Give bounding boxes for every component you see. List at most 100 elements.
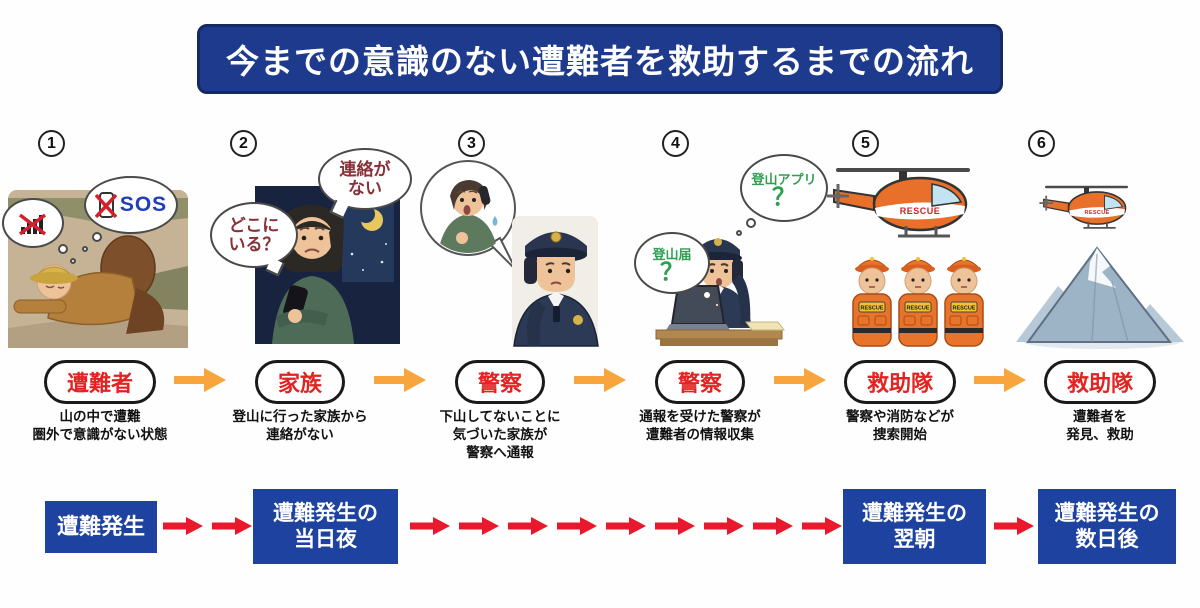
mountain-icon [1016,246,1184,349]
timeline: 遭難発生 遭難発生の 当日夜 遭難発生の 翌朝 遭難発生の 数日後 [0,488,1200,570]
step-number-circle: 6 [1028,130,1055,157]
step-number-circle: 2 [230,130,257,157]
red-arrow-icon [704,517,744,535]
red-arrow-icon [212,517,252,535]
call-police-scene [420,160,599,347]
timeline-label: 遭難発生 [56,513,145,539]
step-number-circle: 5 [852,130,879,157]
bubble-dot [736,230,742,236]
orange-arrow-icon [373,367,426,398]
timeline-box-next-morning: 遭難発生の 翌朝 [843,489,986,564]
steps-row: 1 [0,130,1200,358]
descriptions-row: 山の中で遭難 圏外で意識がない状態 登山に行った家族から 連絡がない 下山してな… [0,408,1200,461]
illustration-police-info-gathering: 登山アプリ ？ 登山届 ？ [600,154,828,354]
red-arrow-icon [508,517,548,535]
sos-text: SOS [119,193,168,216]
red-arrow-icon [655,517,695,535]
bubble-text: 登山アプリ [751,171,817,187]
red-arrow-icon [410,517,450,535]
no-signal-bubble [2,198,76,264]
no-signal-icon [18,213,47,236]
illustration-family-calls-police [400,158,600,354]
bubble-dot [92,232,102,242]
step-description: 下山してないことに 気づいた家族が 警察へ通報 [439,409,561,460]
step-column-2: 2 [200,130,412,358]
step-number-circle: 4 [662,130,689,157]
bubble-dot [58,244,68,254]
step-column-4: 4 [600,130,828,358]
step-description: 遭難者を 発見、救助 [1066,409,1134,442]
step-column-1: 1 [0,130,200,358]
title-banner: 今までの意識のない遭難者を救助するまでの流れ [197,24,1003,94]
timeline-box-same-night: 遭難発生の 当日夜 [253,489,398,564]
police-desk-scene [655,238,785,346]
step-label-rescue-1: 救助隊 [843,360,957,404]
step-label-police-1: 警察 [454,360,546,404]
red-arrow-icon [753,517,793,535]
illustration-worried-family: 連絡が ない どこに いる？ [200,148,412,354]
bubble-dot [746,218,756,228]
step-column-5: 5 RESCUE R [800,130,1000,358]
night-scene [255,186,400,344]
orange-arrow-icon [174,367,226,398]
worried-woman [272,204,354,344]
rescue-helicopter-icon: RESCUE [1038,184,1129,229]
timeline-box-occurrence: 遭難発生 [45,501,157,553]
climbing-app-bubble: 登山アプリ ？ [736,154,828,236]
step-description: 通報を受けた警察が 遭難者の情報収集 [639,409,761,442]
caller-bubble [420,160,517,271]
bubble-dot [702,290,712,300]
timeline-arrows [994,515,1034,537]
step-column-3: 3 [400,130,600,358]
illustration-collapsed-hiker: SOS [0,158,200,354]
rescue-helicopter-icon: RESCUE [825,166,972,238]
crossed-phone-icon [94,192,117,219]
rescue-badge-text: RESCUE [861,306,884,312]
red-arrow-icon [163,517,203,535]
police-officer [512,216,599,347]
timeline-arrows [410,515,842,537]
where-are-you-bubble: どこに いる？ [210,202,298,277]
page-title: 今までの意識のない遭難者を救助するまでの流れ [226,43,974,80]
rescue-team-scene: RESCUE RESCUE [825,166,984,347]
red-arrow-icon [994,517,1034,535]
red-arrow-icon [802,517,842,535]
timeline-box-days-later: 遭難発生の 数日後 [1038,489,1176,564]
collapsed-hiker [13,235,165,334]
desk [655,321,785,346]
timeline-arrows [163,515,252,537]
step-label-police-2: 警察 [654,360,745,404]
orange-arrow-icon [574,367,626,398]
mountain-scene: RESCUE [1016,184,1184,349]
step-number-circle: 3 [458,130,485,157]
illustration-rescue-team: RESCUE RESCUE [800,158,1000,354]
rescue-badge-text: RESCUE [907,306,930,312]
sos-bubble: SOS [82,176,178,252]
no-contact-bubble: 連絡が ない [318,148,412,219]
step-number-circle: 1 [38,130,65,157]
helicopter-rescue-text: RESCUE [1084,210,1109,216]
illustration-helicopter-over-mountain: RESCUE [1000,158,1200,354]
step-column-6: 6 RESCUE [1000,130,1200,358]
step-label-rescue-2: 救助隊 [1043,360,1157,404]
step-label-family: 家族 [254,360,346,404]
bubble-dot [714,302,720,308]
bubble-text: 登山届 [652,246,692,262]
rescue-worker: RESCUE [944,257,984,347]
bubble-dot [70,258,76,264]
calling-woman [438,180,498,253]
bubble-text: 連絡が ない [339,159,391,198]
red-arrow-icon [459,517,499,535]
timeline-label: 遭難発生の 当日夜 [273,501,378,551]
red-arrow-icon [606,517,646,535]
bubble-dot [82,246,88,252]
step-label-victim: 遭難者 [43,360,156,404]
step-description: 登山に行った家族から 連絡がない [232,409,368,442]
orange-arrow-icon [774,367,826,398]
climbing-form-bubble: 登山届 ？ [634,232,720,308]
step-description: 山の中で遭難 圏外で意識がない状態 [32,409,168,442]
rescue-worker: RESCUE [898,257,938,347]
bubble-text: どこに いる？ [228,215,280,254]
red-arrow-icon [557,517,597,535]
